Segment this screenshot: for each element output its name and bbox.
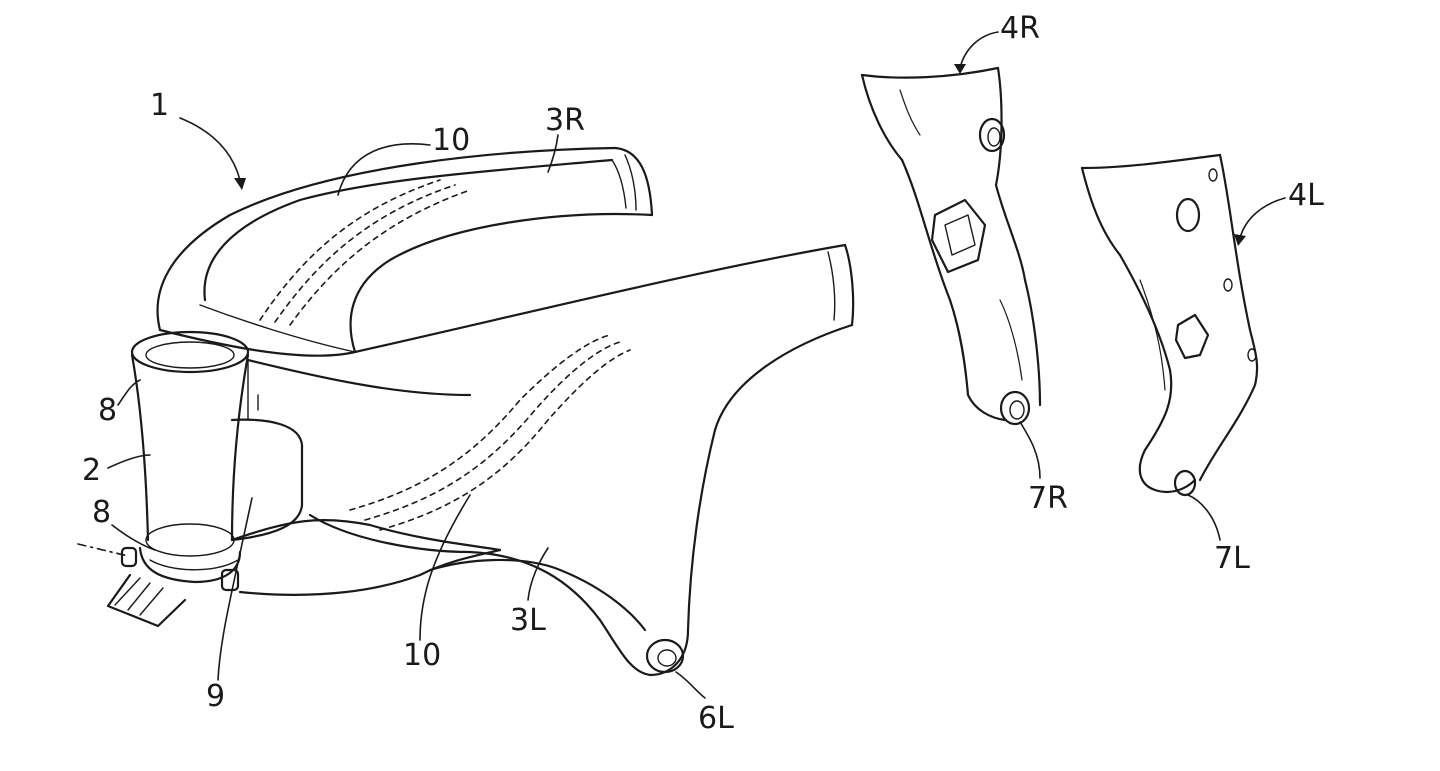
- right-bracket: [860, 66, 1042, 426]
- internal-ribs: [259, 179, 631, 531]
- gusset: [230, 359, 304, 542]
- right-arm: [156, 146, 654, 354]
- label-3r: 3R: [545, 103, 585, 138]
- left-bracket: [1080, 153, 1259, 497]
- label-1: 1: [150, 88, 169, 123]
- label-8-upper: 8: [98, 393, 117, 428]
- main-frame: [77, 146, 855, 677]
- label-4l: 4L: [1288, 178, 1324, 213]
- label-4r: 4R: [1000, 11, 1040, 46]
- label-7r: 7R: [1028, 481, 1068, 516]
- leader-lines: [107, 31, 1286, 699]
- reference-labels: 1 3R 10 4R 4L 8 2 8 9 10 3L 6L 7R 7L: [82, 11, 1324, 736]
- left-arm: [158, 243, 855, 677]
- label-6l: 6L: [698, 701, 734, 736]
- head-pipe: [130, 330, 250, 584]
- label-2: 2: [82, 453, 101, 488]
- label-8-lower: 8: [92, 495, 111, 530]
- label-3l: 3L: [510, 603, 546, 638]
- label-10-upper: 10: [432, 123, 470, 158]
- lower-bracket: [77, 543, 240, 628]
- label-7l: 7L: [1214, 541, 1250, 576]
- label-9: 9: [206, 679, 225, 714]
- label-10-lower: 10: [403, 638, 441, 673]
